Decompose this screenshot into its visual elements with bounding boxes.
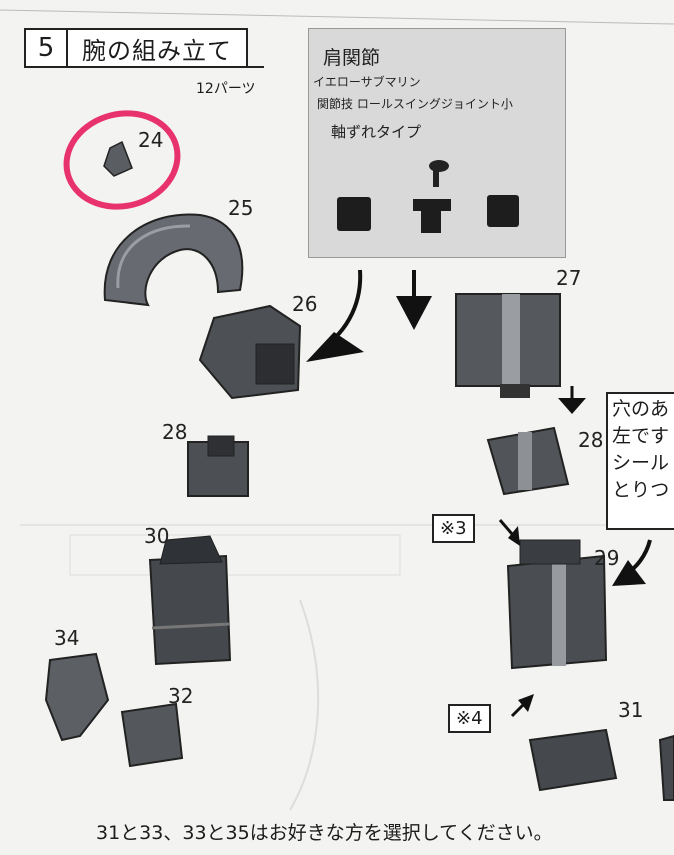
- part-25: [103, 213, 244, 307]
- part-number-29: 29: [594, 546, 620, 570]
- callout-line2: 左です: [612, 425, 670, 447]
- photo-note-line1: 肩関節: [323, 47, 381, 69]
- parts-count: 12パーツ: [196, 81, 256, 97]
- part-number-31: 31: [618, 698, 644, 722]
- step-title: 腕の組み立て: [82, 36, 232, 65]
- part-number-25: 25: [228, 196, 254, 220]
- title-underline: [24, 66, 264, 68]
- note-3: ※3: [432, 514, 475, 543]
- part-31: [528, 728, 618, 792]
- step-number: 5: [26, 30, 68, 66]
- part-24: [103, 140, 133, 177]
- photo-note-line2: イエローサブマリン: [313, 75, 421, 89]
- callout-line3: シール: [612, 452, 670, 474]
- part-number-30: 30: [144, 524, 170, 548]
- callout-line4: とりつ: [612, 479, 670, 501]
- part-32: [120, 702, 184, 768]
- step-header: 5 腕の組み立て: [24, 28, 248, 68]
- part-number-28-left: 28: [162, 420, 188, 444]
- part-number-27: 27: [556, 266, 582, 290]
- part-30: [148, 554, 232, 666]
- part-number-32: 32: [168, 684, 194, 708]
- highlight-circle: [63, 110, 181, 210]
- photo-parts: [337, 160, 519, 233]
- part-number-26: 26: [292, 292, 318, 316]
- reference-photo: 肩関節 イエローサブマリン 関節技 ロールスイングジョイント小 軸ずれタイプ: [308, 28, 566, 258]
- photo-note-line4: 軸ずれタイプ: [331, 123, 422, 141]
- note-4: ※4: [448, 704, 491, 733]
- footer-instruction: 31と33、33と35はお好きな方を選択してください。: [96, 822, 553, 844]
- part-number-34: 34: [54, 626, 80, 650]
- part-34: [44, 652, 110, 742]
- part-number-28-right: 28: [578, 428, 604, 452]
- photo-note-line3: 関節技 ロールスイングジョイント小: [317, 97, 513, 111]
- callout-line1: 穴のあ: [612, 398, 670, 420]
- part-number-24: 24: [138, 128, 164, 152]
- instruction-callout: 穴のあ 左です シール とりつ: [606, 392, 674, 530]
